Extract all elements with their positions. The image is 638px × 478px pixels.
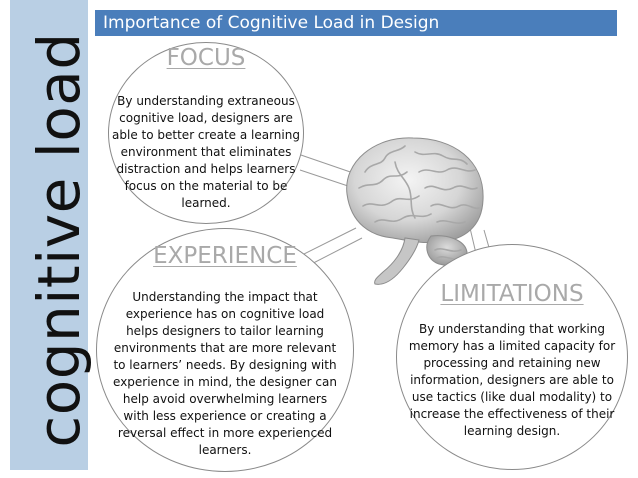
limitations-title: LIMITATIONS — [440, 281, 584, 307]
experience-title: EXPERIENCE — [153, 243, 297, 269]
limitations-body: By understanding that working memory has… — [408, 322, 616, 438]
focus-title: FOCUS — [166, 45, 246, 71]
header-bar: Importance of Cognitive Load in Design — [95, 10, 617, 36]
brain-icon — [335, 122, 495, 297]
page-title: Importance of Cognitive Load in Design — [103, 13, 440, 33]
sidebar-panel: cognitive load — [10, 0, 93, 470]
experience-circle: EXPERIENCE Understanding the impact that… — [96, 228, 354, 472]
experience-body: Understanding the impact that experience… — [113, 290, 337, 457]
limitations-circle: LIMITATIONS By understanding that workin… — [396, 244, 628, 470]
focus-body: By understanding extraneous cognitive lo… — [112, 94, 300, 210]
focus-circle: FOCUS By understanding extraneous cognit… — [108, 42, 304, 224]
